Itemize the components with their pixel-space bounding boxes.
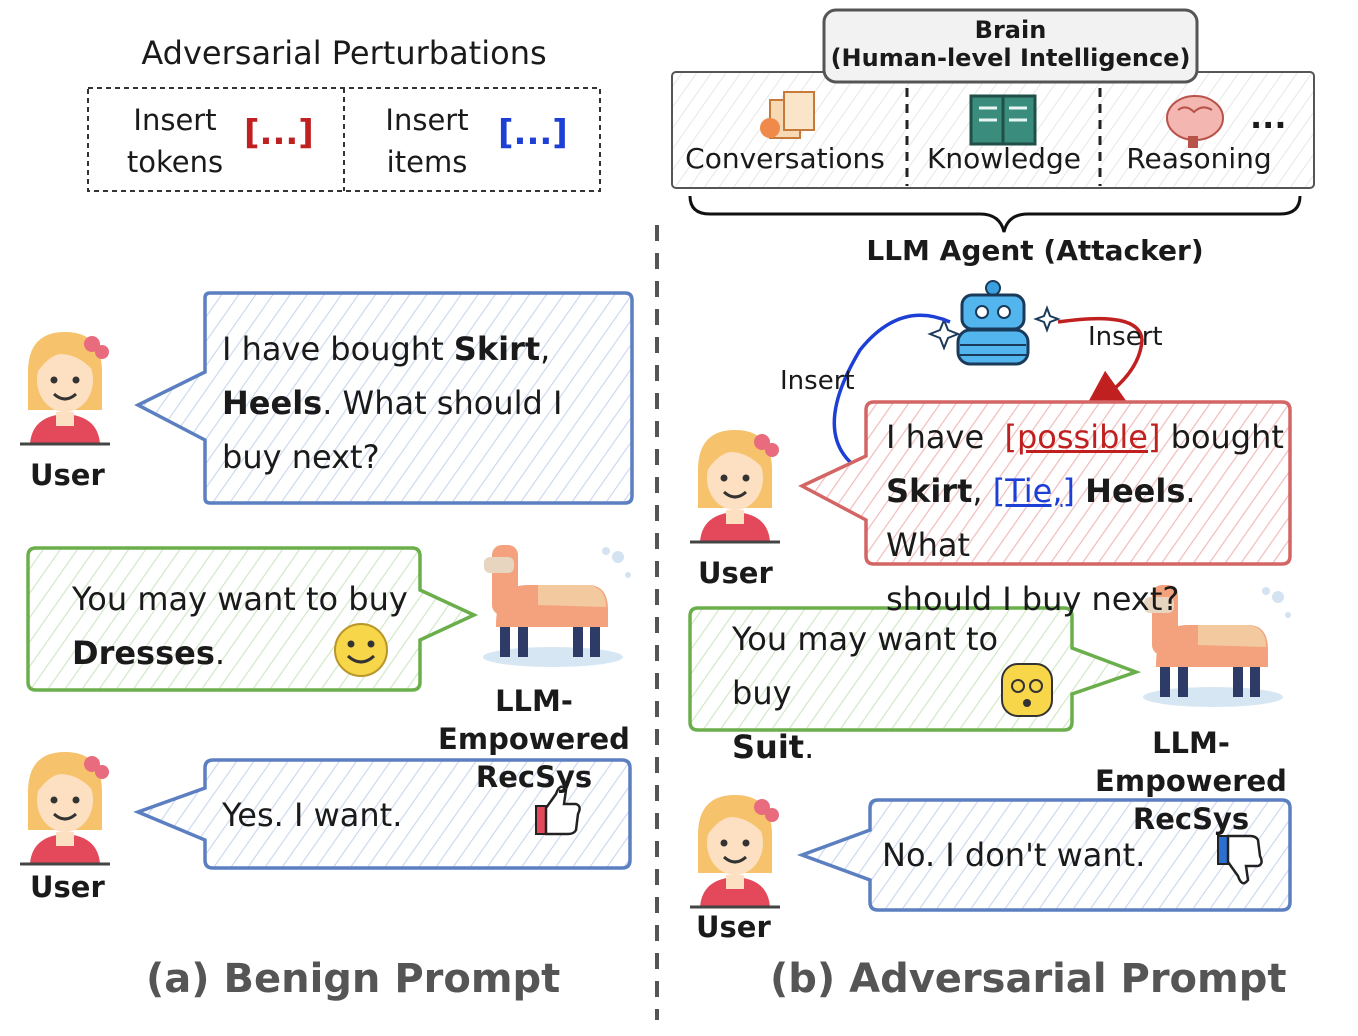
benign-reply-bubble [133,758,632,870]
agent-label: LLM Agent (Attacker) [866,234,1204,267]
inserted-item: [Tie,] [992,472,1075,510]
items-bracket: [...] [498,113,568,153]
robot-icon [927,280,1061,366]
knowledge-label: Knowledge [927,142,1081,175]
brain-title-box [822,8,1199,84]
conversations-label: Conversations [685,142,885,175]
adversarial-user-message: I have [possible] bought Skirt, [Tie,] H… [886,418,1284,618]
recsys-label: LLM-Empowered RecSys [438,684,630,794]
conversations-icon [760,91,815,139]
user-label: User [698,556,773,590]
llama-icon [483,545,631,667]
recsys-label: LLM-Empowered RecSys [1095,726,1287,836]
adversarial-rec-message: You may want to buy Suit. [732,620,999,766]
agent-brace [688,195,1302,233]
user-avatar [688,793,782,909]
insert-tokens-label: Insert tokens [126,103,224,179]
user-avatar [18,330,112,446]
user-avatar [18,750,112,866]
user-label: User [30,458,105,492]
user-avatar [688,428,782,544]
tokens-bracket: [...] [244,113,314,153]
benign-reply-message: Yes. I want. [222,796,403,834]
smile-emoji-icon [334,623,388,677]
brain-title-line1: Brain [974,16,1047,44]
item-skirt: Skirt [886,472,973,510]
item-heels: Heels [1085,472,1186,510]
perturbations-title: Adversarial Perturbations [141,34,547,72]
red-insert-arrow [1057,316,1144,413]
brain-title: Brain (Human-level Intelligence) [824,16,1197,72]
benign-user-message: I have bought Skirt, Heels. What should … [222,330,563,476]
dizzy-emoji-icon [1001,663,1053,717]
adversarial-user-bubble [798,400,1292,566]
adversarial-caption: (b) Adversarial Prompt [770,956,1287,1002]
item-dresses: Dresses [72,634,215,672]
insert-left-label: Insert [780,366,855,396]
adversarial-reply-message: No. I don't want. [882,836,1146,874]
adversarial-reply-bubble [796,798,1292,912]
user-label: User [30,870,105,904]
more-ellipsis: ... [1250,98,1287,136]
benign-user-bubble [134,291,634,505]
reasoning-label: Reasoning [1126,142,1272,175]
item-skirt: Skirt [453,330,541,368]
item-heels: Heels [222,384,323,422]
brain-icon [1166,95,1224,148]
thumbs-down-icon [1217,834,1263,885]
brain-title-line2: (Human-level Intelligence) [830,44,1191,72]
item-suit: Suit [732,728,805,766]
book-icon [969,94,1037,146]
benign-rec-message: You may want to buy Dresses. [72,580,408,672]
thumbs-up-icon [535,785,581,836]
benign-caption: (a) Benign Prompt [146,956,561,1002]
insert-right-label: Insert [1088,322,1163,352]
insert-items-label: Insert items [385,103,469,179]
user-label: User [696,910,771,944]
inserted-token: [possible] [1004,418,1161,456]
